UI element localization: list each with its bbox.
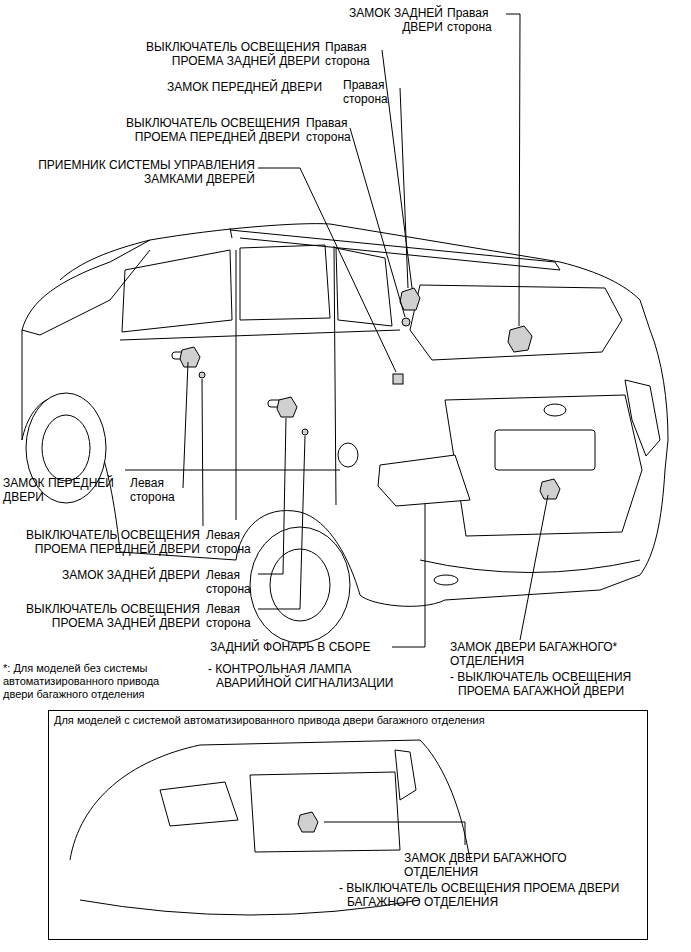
part-label: Левая сторона xyxy=(206,602,264,630)
part-label: ЗАМОК ДВЕРИ БАГАЖНОГО* ОТДЕЛЕНИЯ xyxy=(450,640,650,668)
part-label: Правая сторона xyxy=(343,78,401,106)
part-label: ЗАДНИЙ ФОНАРЬ В СБОРЕ xyxy=(210,640,390,654)
part-label: Левая сторона xyxy=(206,568,264,596)
panel-heading: Для моделей с системой автоматизированно… xyxy=(54,714,644,727)
part-label: ЗАМОК ПЕРЕДНЕЙ ДВЕРИ xyxy=(150,80,322,94)
part-label: ВЫКЛЮЧАТЕЛЬ ОСВЕЩЕНИЯ ПРОЕМА ПЕРЕДНЕЙ ДВ… xyxy=(100,116,300,144)
part-label: ЗАМОК ЗАДНЕЙ ДВЕРИ xyxy=(333,6,443,34)
part-label: ВЫКЛЮЧАТЕЛЬ ОСВЕЩЕНИЯ ПРОЕМА ЗАДНЕЙ ДВЕР… xyxy=(120,40,320,68)
part-label: ЗАМОК ЗАДНЕЙ ДВЕРИ xyxy=(30,568,200,582)
part-label: - ВЫКЛЮЧАТЕЛЬ ОСВЕЩЕНИЯ ПРОЕМА БАГАЖНОЙ … xyxy=(450,670,673,698)
part-label: Левая сторона xyxy=(130,476,188,504)
part-label: ВЫКЛЮЧАТЕЛЬ ОСВЕЩЕНИЯ ПРОЕМА ПЕРЕДНЕЙ ДВ… xyxy=(3,528,200,556)
part-label: Левая сторона xyxy=(206,528,264,556)
part-label: Правая сторона xyxy=(325,40,383,68)
part-label: Правая сторона xyxy=(447,6,505,34)
part-label: ЗАМОК ПЕРЕДНЕЙ ДВЕРИ xyxy=(3,476,127,504)
part-label: ЗАМОК ДВЕРИ БАГАЖНОГО ОТДЕЛЕНИЯ xyxy=(404,851,594,879)
part-label: Правая сторона xyxy=(306,116,364,144)
part-label: - ВЫКЛЮЧАТЕЛЬ ОСВЕЩЕНИЯ ПРОЕМА ДВЕРИ БАГ… xyxy=(339,881,647,909)
part-label: - КОНТРОЛЬНАЯ ЛАМПА АВАРИЙНОЙ СИГНАЛИЗАЦ… xyxy=(208,662,411,690)
part-label: ВЫКЛЮЧАТЕЛЬ ОСВЕЩЕНИЯ ПРОЕМА ЗАДНЕЙ ДВЕР… xyxy=(3,602,200,630)
components xyxy=(180,288,560,499)
footnote: *: Для моделей без системы автоматизиров… xyxy=(3,662,185,701)
inset-panel: Для моделей с системой автоматизированно… xyxy=(48,710,648,940)
part-label: ПРИЕМНИК СИСТЕМЫ УПРАВЛЕНИЯ ЗАМКАМИ ДВЕР… xyxy=(10,158,255,186)
leader-lines xyxy=(183,14,548,647)
